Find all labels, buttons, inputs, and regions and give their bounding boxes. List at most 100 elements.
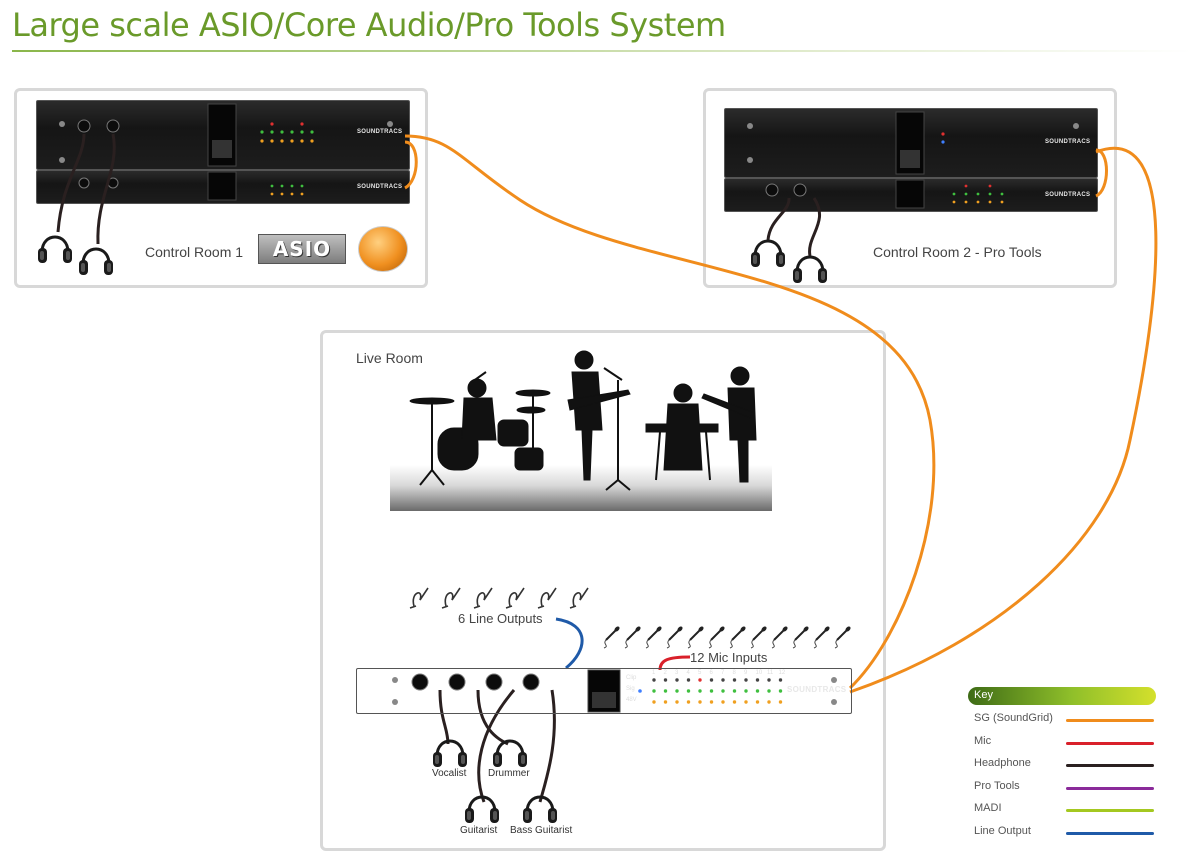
channel-led bbox=[686, 700, 691, 704]
line-output-cable-icon bbox=[569, 587, 589, 609]
channel-number: 4 bbox=[686, 670, 690, 676]
microphone-icon bbox=[813, 624, 832, 649]
channel-led bbox=[732, 678, 737, 682]
channel-led bbox=[652, 689, 656, 693]
channel-led bbox=[732, 689, 737, 693]
headphones-icon bbox=[791, 255, 829, 285]
channel-led bbox=[675, 700, 679, 704]
channel-led bbox=[721, 700, 725, 704]
live-room-panel bbox=[320, 330, 886, 851]
headphone-label-vocalist: Vocalist bbox=[432, 768, 467, 779]
rack-details-cr2 bbox=[747, 111, 1079, 209]
line-output-cable bbox=[555, 617, 584, 670]
key-item-label: SG (SoundGrid) bbox=[974, 712, 1053, 724]
channel-led bbox=[663, 678, 668, 682]
line-output-cable-icon bbox=[409, 587, 429, 609]
channel-number: 6 bbox=[709, 670, 713, 676]
channel-led bbox=[744, 689, 748, 693]
headphone-cable bbox=[96, 133, 116, 245]
headphones-icon bbox=[36, 235, 74, 265]
channel-led bbox=[675, 678, 679, 682]
channel-led bbox=[663, 689, 668, 693]
microphone-icon bbox=[687, 624, 706, 649]
headphones-icon bbox=[749, 239, 787, 269]
channel-number: 12 bbox=[778, 670, 786, 676]
key-item-label: Mic bbox=[974, 734, 992, 747]
brand-label: SOUNDTRACS bbox=[1045, 192, 1091, 198]
channel-led bbox=[698, 678, 702, 682]
channel-led bbox=[744, 678, 748, 682]
brand-label: SOUNDTRACS bbox=[787, 685, 847, 694]
channel-leds bbox=[652, 678, 783, 704]
channel-led bbox=[709, 689, 714, 693]
line-outputs-label: 6 Line Outputs bbox=[458, 611, 543, 626]
clip-label: Clip bbox=[626, 675, 637, 681]
headphones-icon bbox=[431, 739, 469, 769]
phantom-label: 48V bbox=[626, 697, 637, 703]
key-item-swatch bbox=[1066, 832, 1154, 835]
key-header: Key bbox=[968, 687, 1156, 705]
channel-led bbox=[755, 700, 760, 704]
microphone-icon bbox=[603, 624, 622, 649]
headphone-label-guitarist: Guitarist bbox=[460, 825, 498, 836]
channel-led bbox=[778, 678, 783, 682]
key-item: MADI bbox=[974, 802, 1154, 818]
line-output-cable-icon bbox=[473, 587, 493, 609]
microphone-icon bbox=[708, 624, 727, 649]
asio-logo: ASIO bbox=[258, 234, 346, 264]
channel-number: 5 bbox=[698, 670, 702, 676]
channel-number: 10 bbox=[755, 670, 763, 676]
channel-led bbox=[721, 678, 725, 682]
channel-led bbox=[686, 689, 691, 693]
channel-number: 9 bbox=[744, 670, 748, 676]
channel-led bbox=[778, 700, 783, 704]
channel-led bbox=[767, 678, 771, 682]
channel-led bbox=[767, 689, 771, 693]
key-item-swatch bbox=[1066, 741, 1154, 745]
brand-label: SOUNDTRACS bbox=[1045, 139, 1091, 145]
channel-led bbox=[652, 678, 656, 682]
microphone-icon bbox=[750, 624, 769, 649]
sig-label: Sig bbox=[626, 686, 635, 692]
title-underline bbox=[12, 50, 1192, 52]
rack-unit-live: SOUNDTRACS bbox=[356, 668, 852, 714]
line-output-cable-icon bbox=[505, 587, 525, 609]
headphone-cable bbox=[766, 197, 791, 241]
channel-number: 8 bbox=[732, 670, 736, 676]
channel-led bbox=[652, 700, 656, 704]
microphone-icon bbox=[771, 624, 790, 649]
channel-led bbox=[755, 678, 760, 682]
asio-logo-text: ASIO bbox=[272, 237, 332, 261]
microphone-icon bbox=[792, 624, 811, 649]
headphones-icon bbox=[77, 247, 115, 277]
channel-led bbox=[744, 700, 748, 704]
line-output-icons bbox=[409, 587, 589, 609]
channel-led bbox=[778, 689, 783, 693]
channel-number: 1 bbox=[652, 670, 656, 676]
headphone-cable bbox=[477, 689, 516, 803]
headphone-cable bbox=[538, 689, 556, 803]
microphone-icon bbox=[645, 624, 664, 649]
band-silhouette bbox=[390, 350, 772, 511]
headphone-cable bbox=[56, 133, 86, 233]
key-item: SG (SoundGrid) bbox=[974, 712, 1154, 728]
channel-number: 3 bbox=[675, 670, 679, 676]
soundgrid-link-cable bbox=[1095, 148, 1108, 198]
control-room-2-label: Control Room 2 - Pro Tools bbox=[873, 244, 1042, 260]
channel-led bbox=[732, 700, 737, 704]
mic-icons bbox=[603, 624, 853, 649]
soundgrid-link-cable bbox=[404, 140, 418, 190]
channel-led bbox=[709, 700, 714, 704]
microphone-icon bbox=[729, 624, 748, 649]
headphones-icon bbox=[491, 739, 529, 769]
mic-inputs-label: 12 Mic Inputs bbox=[690, 650, 768, 665]
headphone-cable bbox=[808, 197, 821, 257]
channel-number: 11 bbox=[767, 670, 774, 676]
channel-number: 7 bbox=[721, 670, 725, 676]
channel-number: 2 bbox=[663, 670, 667, 676]
headphone-label-bass-guitarist: Bass Guitarist bbox=[510, 825, 573, 836]
key-item: Headphone bbox=[974, 757, 1154, 773]
rack-details-live bbox=[392, 669, 837, 713]
microphone-icon bbox=[666, 624, 685, 649]
brand-label: SOUNDTRACS bbox=[357, 184, 403, 190]
